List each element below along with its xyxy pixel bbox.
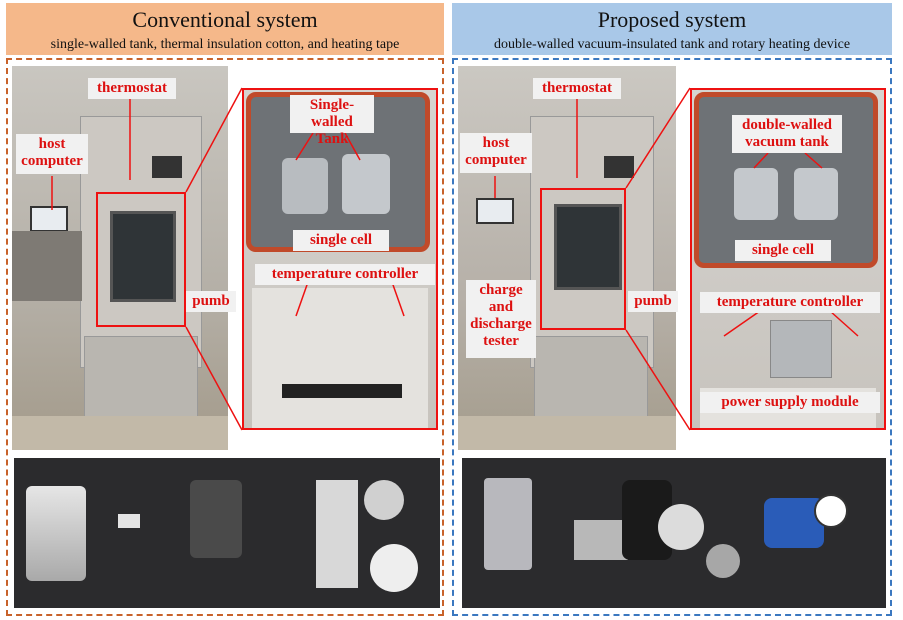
thermostat-screen <box>604 156 634 178</box>
label-single-cell: single cell <box>735 240 831 261</box>
label-thermostat: thermostat <box>88 78 176 99</box>
label-pump: pumb <box>628 291 678 312</box>
power-supply <box>770 320 832 378</box>
psu-unit <box>574 520 628 560</box>
right-chamber-highlight <box>540 188 626 330</box>
right-bottom-photo <box>462 458 886 608</box>
left-header-band <box>6 3 444 55</box>
foil-tank <box>26 486 86 581</box>
left-header: Conventional system single-walled tank, … <box>6 3 444 55</box>
right-inset-highlight <box>690 88 886 430</box>
label-host-computer: host computer <box>16 134 88 174</box>
left-chamber-highlight <box>96 192 186 327</box>
label-power-supply-module: power supply module <box>700 392 880 413</box>
left-tank-b <box>342 154 390 214</box>
disc-b <box>370 544 418 592</box>
left-subtitle: single-walled tank, thermal insulation c… <box>50 37 400 52</box>
label-host-computer: host computer <box>460 133 532 173</box>
laptop <box>476 198 514 224</box>
right-panel-border <box>452 58 892 616</box>
mesh-disc <box>706 544 740 578</box>
left-title: Conventional system <box>132 7 318 32</box>
floor <box>12 416 228 450</box>
right-subtitle: double-walled vacuum-insulated tank and … <box>493 37 851 52</box>
small-controller <box>118 514 140 528</box>
right-title: Proposed system <box>597 7 747 32</box>
label-single-walled-tank: Single-walled Tank <box>290 95 374 147</box>
insulation-sheet <box>316 480 358 588</box>
pedestal <box>84 336 198 418</box>
left-panel-border <box>6 58 444 616</box>
power-strip <box>282 384 402 398</box>
rotary-device <box>658 504 704 550</box>
thermostat-window <box>110 211 176 302</box>
right-header: Proposed system double-walled vacuum-ins… <box>452 3 892 55</box>
left-inset-highlight <box>242 88 438 430</box>
acrylic-tank <box>484 478 532 570</box>
right-header-band <box>452 3 892 55</box>
label-charge-discharge-tester: charge and discharge tester <box>466 280 536 358</box>
label-pump: pumb <box>186 291 236 312</box>
desk <box>12 231 82 301</box>
vacuum-tank-b <box>794 168 838 220</box>
vacuum-tank-a <box>734 168 778 220</box>
label-double-walled-vacuum-tank: double-walled vacuum tank <box>732 115 842 153</box>
laptop <box>30 206 68 232</box>
label-temperature-controller: temperature controller <box>255 264 435 285</box>
left-bottom-photo <box>14 458 440 608</box>
label-temperature-controller: temperature controller <box>700 292 880 313</box>
left-tank-a <box>282 158 328 214</box>
floor <box>458 416 676 450</box>
label-thermostat: thermostat <box>533 78 621 99</box>
thermostat-window <box>554 204 622 290</box>
label-single-cell: single cell <box>293 230 389 251</box>
pedestal <box>534 336 648 418</box>
stacked-cell <box>190 480 242 558</box>
gauge <box>814 494 848 528</box>
disc-a <box>364 480 404 520</box>
thermostat-screen <box>152 156 182 178</box>
